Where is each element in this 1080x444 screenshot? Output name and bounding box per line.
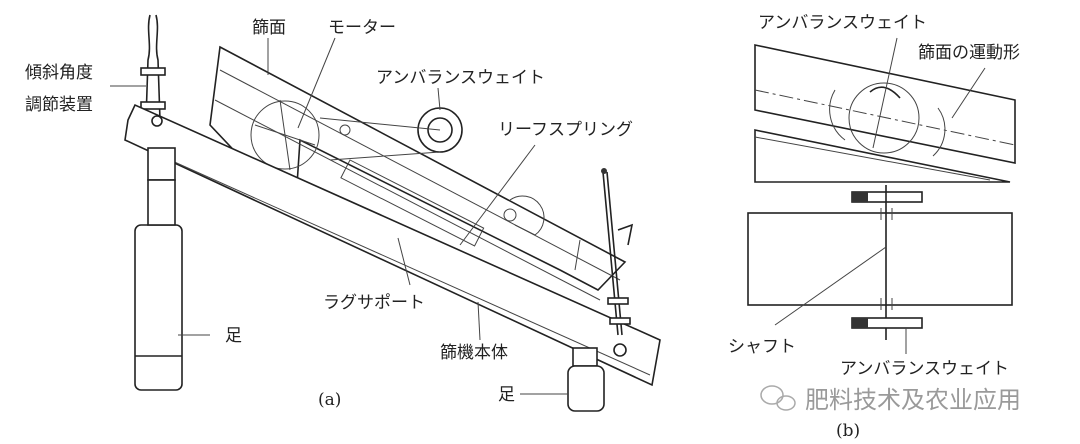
watermark: 肥料技术及农业应用 bbox=[760, 385, 1021, 414]
panel-b: アンバランスウェイト 篩面の運動形 シャフト アンバランスウェイト (b) bbox=[728, 13, 1020, 441]
screen-body bbox=[124, 103, 661, 387]
screen-surface bbox=[209, 45, 627, 301]
label-motor: モーター bbox=[328, 18, 396, 38]
label-screen-surface: 篩面 bbox=[252, 18, 286, 38]
motion-circle bbox=[848, 82, 920, 154]
label-leaf-spring: リーフスプリング bbox=[498, 120, 633, 140]
foot-left bbox=[134, 147, 210, 391]
label-unbalance-weight-top: アンバランスウェイト bbox=[758, 13, 927, 33]
tilt-adjuster bbox=[140, 14, 166, 121]
right-adjuster bbox=[601, 168, 634, 336]
screen-deck bbox=[754, 44, 1016, 164]
label-unbalance-weight-bottom: アンバランスウェイト bbox=[840, 359, 1009, 379]
label-foot-left: 足 bbox=[225, 326, 242, 346]
label-foot-right: 足 bbox=[498, 385, 515, 405]
panel-a: 傾斜角度 調節装置 篩面 モーター アンバランスウェイト リーフスプリング ラグ… bbox=[25, 14, 661, 412]
base-wedge bbox=[754, 129, 1011, 183]
label-screen-body: 篩機本体 bbox=[440, 343, 508, 363]
motor-housing bbox=[747, 212, 1013, 306]
label-tilt-adjuster-1: 傾斜角度 bbox=[25, 63, 93, 83]
unbalance-weight-top bbox=[851, 191, 923, 203]
label-rug-support: ラグサポート bbox=[323, 293, 425, 313]
caption-a: (a) bbox=[318, 390, 341, 410]
label-screen-motion-shape: 篩面の運動形 bbox=[918, 43, 1020, 63]
watermark-text: 肥料技术及农业应用 bbox=[805, 386, 1021, 414]
wechat-icon bbox=[760, 385, 796, 411]
caption-b: (b) bbox=[836, 421, 860, 441]
leader-lines bbox=[110, 37, 536, 341]
label-unbalance-weight: アンバランスウェイト bbox=[376, 68, 545, 88]
unbalance-weight-bottom bbox=[851, 317, 923, 329]
label-tilt-adjuster-2: 調節装置 bbox=[25, 95, 93, 115]
foot-right bbox=[520, 347, 605, 412]
label-shaft: シャフト bbox=[728, 337, 796, 357]
